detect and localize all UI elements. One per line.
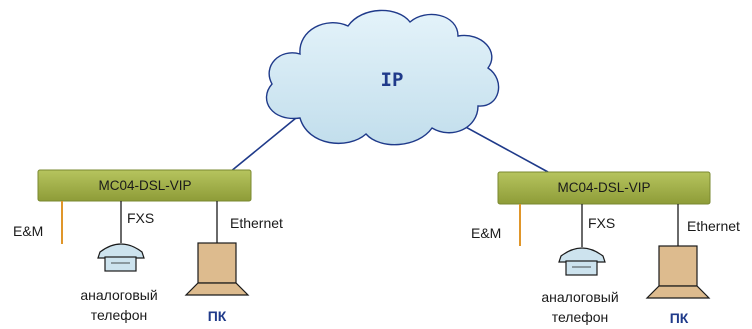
device-box	[37, 169, 252, 202]
device-box	[497, 171, 711, 205]
ethernet-label: Ethernet	[687, 218, 740, 234]
phone-label-line2: телефон	[552, 309, 609, 325]
fxs-label: FXS	[127, 210, 154, 226]
pc-label: ПК	[670, 310, 689, 326]
site-left: MC04-DSL-VIP E&M FXS аналоговый телефон …	[13, 169, 283, 324]
link-left	[229, 117, 297, 173]
device-label: MC04-DSL-VIP	[98, 178, 191, 193]
pc-label: ПК	[208, 308, 227, 324]
fxs-label: FXS	[588, 215, 615, 231]
ip-cloud: IP	[265, 9, 500, 146]
pc-icon	[645, 245, 711, 299]
ethernet-label: Ethernet	[230, 215, 283, 231]
analog-phone-icon	[558, 247, 606, 276]
phone-label-line2: телефон	[91, 307, 148, 323]
pc-icon	[184, 242, 250, 296]
em-label: E&M	[471, 225, 501, 241]
device-label: MC04-DSL-VIP	[557, 180, 650, 195]
phone-label-line1: аналоговый	[80, 287, 157, 303]
link-right	[461, 124, 549, 173]
analog-phone-icon	[97, 243, 145, 272]
em-label: E&M	[13, 223, 43, 239]
ip-label: IP	[381, 69, 404, 91]
phone-label-line1: аналоговый	[541, 289, 618, 305]
site-right: MC04-DSL-VIP E&M FXS аналоговый телефон …	[471, 171, 740, 326]
